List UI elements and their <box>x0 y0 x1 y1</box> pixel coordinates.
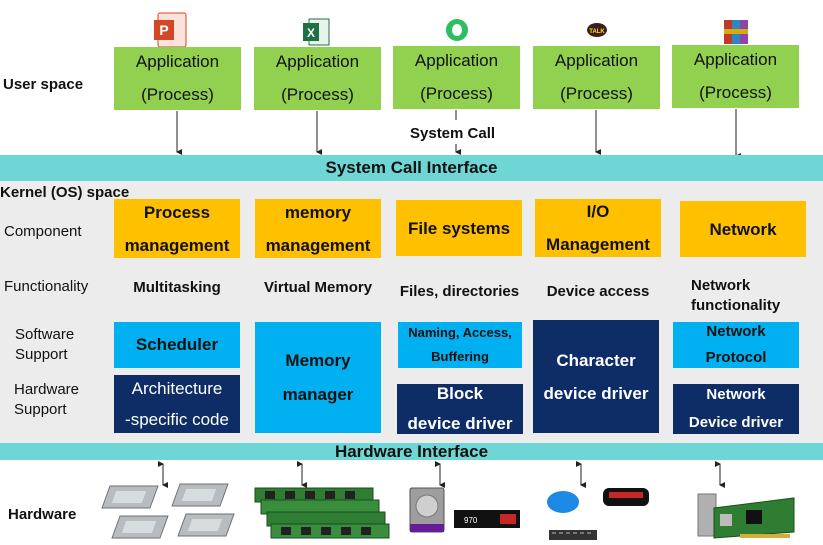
component-file-systems: File systems <box>396 200 522 256</box>
functionality-network: Network functionality <box>691 277 781 314</box>
process-label: (Process) <box>699 83 772 102</box>
powerpoint-icon: P <box>154 12 190 48</box>
application-label: Application <box>135 52 220 71</box>
functionality-files-directories: Files, directories <box>399 283 520 300</box>
component-memory-management: memory management <box>255 199 381 258</box>
kernel-space-label: Kernel (OS) space <box>0 184 130 201</box>
functionality-multitasking: Multitasking <box>133 279 221 296</box>
application-process-1: Application (Process) <box>114 47 241 110</box>
application-label: Application <box>414 51 499 70</box>
memory-manager-box: Memory manager <box>255 322 381 433</box>
hardware-arrows <box>158 461 725 488</box>
process-label: (Process) <box>141 85 214 104</box>
excel-icon: X <box>303 18 330 46</box>
process-label: (Process) <box>420 84 493 103</box>
network-protocol-box: Network Protocol <box>673 322 799 368</box>
application-process-3: Application (Process) <box>393 46 520 109</box>
application-process-4: Application (Process) <box>533 46 660 109</box>
hardware-support-label: Hardware Support <box>14 381 80 418</box>
process-label: (Process) <box>560 84 633 103</box>
application-label: Application <box>275 52 360 71</box>
svg-text:970: 970 <box>464 516 478 525</box>
functionality-device-access: Device access <box>546 283 650 300</box>
disk-drives-icon: 970 <box>408 484 523 536</box>
application-label: Application <box>554 51 639 70</box>
kakaotalk-icon: TALK <box>586 22 608 40</box>
character-device-driver-box: Character device driver <box>533 320 659 433</box>
functionality-virtual-memory: Virtual Memory <box>263 279 373 296</box>
functionality-label: Functionality <box>4 278 89 295</box>
component-network: Network <box>680 201 806 257</box>
system-call-label: System Call <box>410 125 496 142</box>
ram-modules-icon <box>254 484 390 542</box>
hardware-interface-band: Hardware Interface <box>0 443 823 460</box>
scheduler-box: Scheduler <box>114 322 240 368</box>
application-process-5: Application (Process) <box>672 45 799 108</box>
evernote-icon <box>445 18 469 42</box>
software-support-label: Software Support <box>15 326 75 363</box>
svg-text:TALK: TALK <box>589 29 605 35</box>
cpu-chips-icon <box>101 480 238 542</box>
system-call-interface-band: System Call Interface <box>0 155 823 181</box>
naming-access-buffering-box: Naming, Access, Buffering <box>398 322 522 368</box>
component-io-management: I/O Management <box>535 199 661 257</box>
svg-text:X: X <box>307 26 315 40</box>
application-process-2: Application (Process) <box>254 47 381 110</box>
application-label: Application <box>693 50 778 69</box>
hardware-label: Hardware <box>8 506 77 523</box>
svg-text:P: P <box>159 22 168 38</box>
network-card-icon <box>690 488 800 543</box>
process-label: (Process) <box>281 85 354 104</box>
network-device-driver-box: Network Device driver <box>673 384 799 434</box>
component-label: Component <box>4 223 82 240</box>
user-space-label: User space <box>3 76 84 93</box>
block-device-driver-box: Block device driver <box>397 384 523 434</box>
component-process-management: Process management <box>114 199 240 258</box>
peripherals-icon <box>543 484 663 544</box>
architecture-specific-code-box: Architecture -specific code <box>114 375 240 433</box>
winrar-icon <box>724 20 748 44</box>
app-to-syscall-arrows <box>176 109 741 159</box>
